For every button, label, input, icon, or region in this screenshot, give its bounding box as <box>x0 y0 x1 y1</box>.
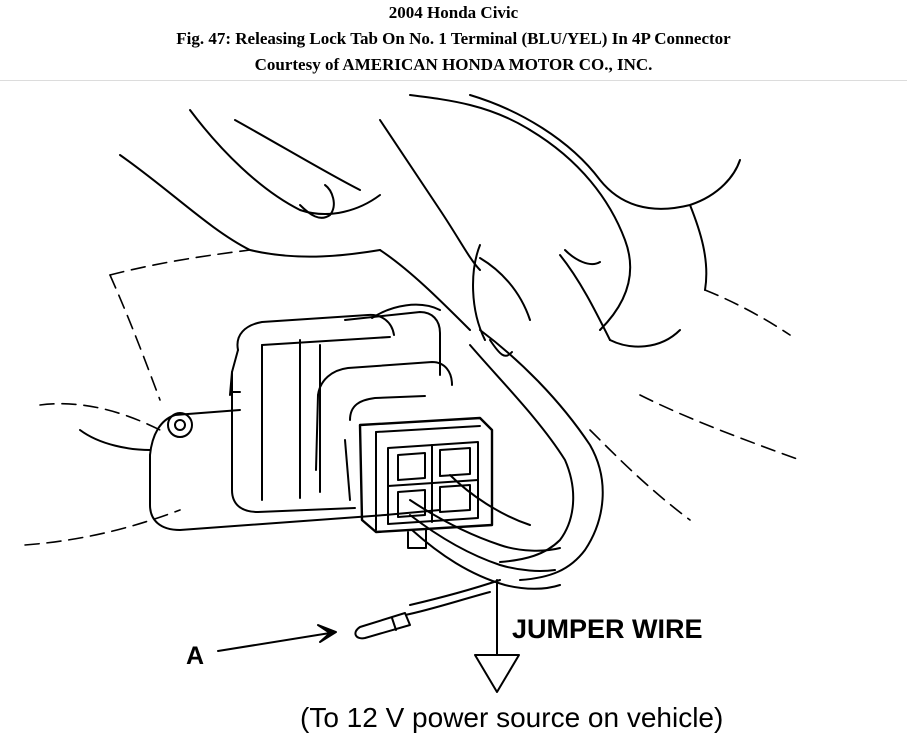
connector-diagram: A JUMPER WIRE (To 12 V power source on v… <box>24 94 801 733</box>
header-divider <box>0 80 907 81</box>
page-header: 2004 Honda Civic Fig. 47: Releasing Lock… <box>0 0 907 80</box>
label-jumper-wire: JUMPER WIRE <box>512 614 703 644</box>
mounting-bracket <box>79 409 441 531</box>
courtesy-line: Courtesy of AMERICAN HONDA MOTOR CO., IN… <box>254 55 653 74</box>
label-a-leader <box>217 624 337 652</box>
label-power-source: (To 12 V power source on vehicle) <box>300 702 723 733</box>
hand-illustration <box>119 94 741 357</box>
wire-harness <box>409 329 604 590</box>
vehicle-panel-outline <box>24 249 801 546</box>
figure-caption: Fig. 47: Releasing Lock Tab On No. 1 Ter… <box>176 29 731 48</box>
4p-connector <box>358 416 494 549</box>
jumper-wire <box>354 579 520 693</box>
power-arrow-icon <box>474 654 520 693</box>
page-title: 2004 Honda Civic <box>388 3 519 22</box>
label-a: A <box>186 642 204 670</box>
connector-housing <box>229 303 453 513</box>
